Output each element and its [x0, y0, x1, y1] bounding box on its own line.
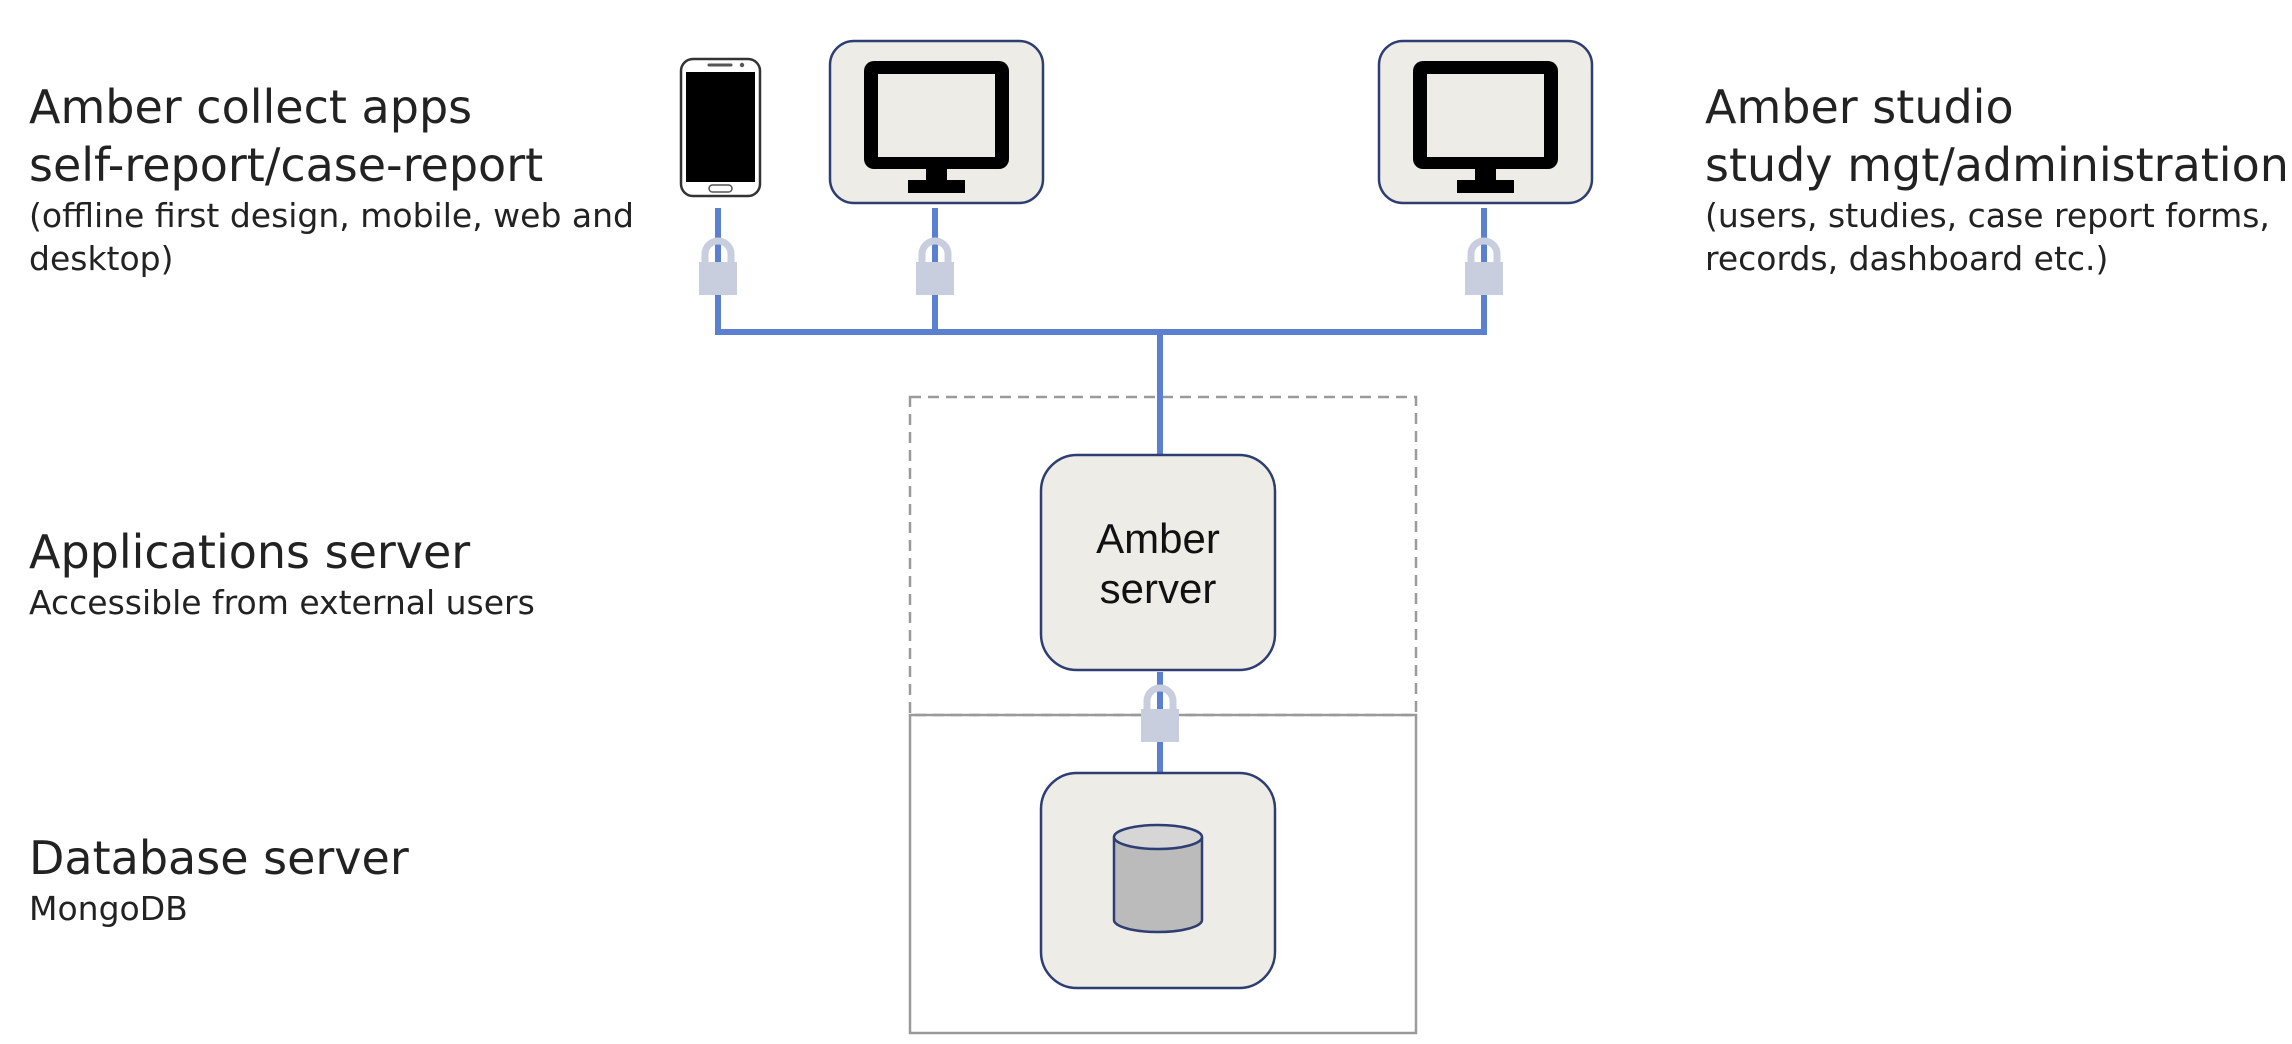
padlock-icon	[916, 237, 954, 295]
collect-apps-note-line1: (offline first design, mobile, web and	[29, 196, 634, 235]
amber-studio-label: Amber studio study mgt/administration (u…	[1705, 78, 2289, 280]
studio-desktop-node	[1377, 39, 1594, 205]
monitor-icon	[864, 61, 1009, 193]
collect-apps-subtitle: self-report/case-report	[29, 138, 544, 192]
collect-desktop-node	[828, 39, 1045, 205]
applications-server-label: Applications server Accessible from exte…	[29, 523, 535, 624]
monitor-icon	[1413, 61, 1558, 193]
applications-server-title: Applications server	[29, 525, 471, 579]
collect-apps-note-line2: desktop)	[29, 239, 174, 278]
amber-studio-title: Amber studio	[1705, 80, 2014, 134]
database-cylinder-icon	[1112, 823, 1204, 934]
collect-apps-label: Amber collect apps self-report/case-repo…	[29, 78, 634, 280]
database-server-label: Database server MongoDB	[29, 829, 409, 930]
database-node	[1039, 771, 1277, 990]
amber-server-line2: server	[1100, 565, 1217, 612]
padlock-icon	[1141, 684, 1179, 742]
collect-apps-title: Amber collect apps	[29, 80, 473, 134]
amber-studio-subtitle: study mgt/administration	[1705, 138, 2289, 192]
amber-studio-note-line2: records, dashboard etc.)	[1705, 239, 2109, 278]
amber-server-line1: Amber	[1096, 515, 1220, 562]
padlock-icon	[1465, 237, 1503, 295]
amber-server-node: Amber server	[1039, 453, 1277, 672]
database-server-subtitle: MongoDB	[29, 889, 188, 928]
padlock-icon	[699, 237, 737, 295]
applications-server-subtitle: Accessible from external users	[29, 583, 535, 622]
smartphone-icon	[679, 57, 762, 198]
amber-studio-note-line1: (users, studies, case report forms,	[1705, 196, 2270, 235]
database-server-title: Database server	[29, 831, 409, 885]
